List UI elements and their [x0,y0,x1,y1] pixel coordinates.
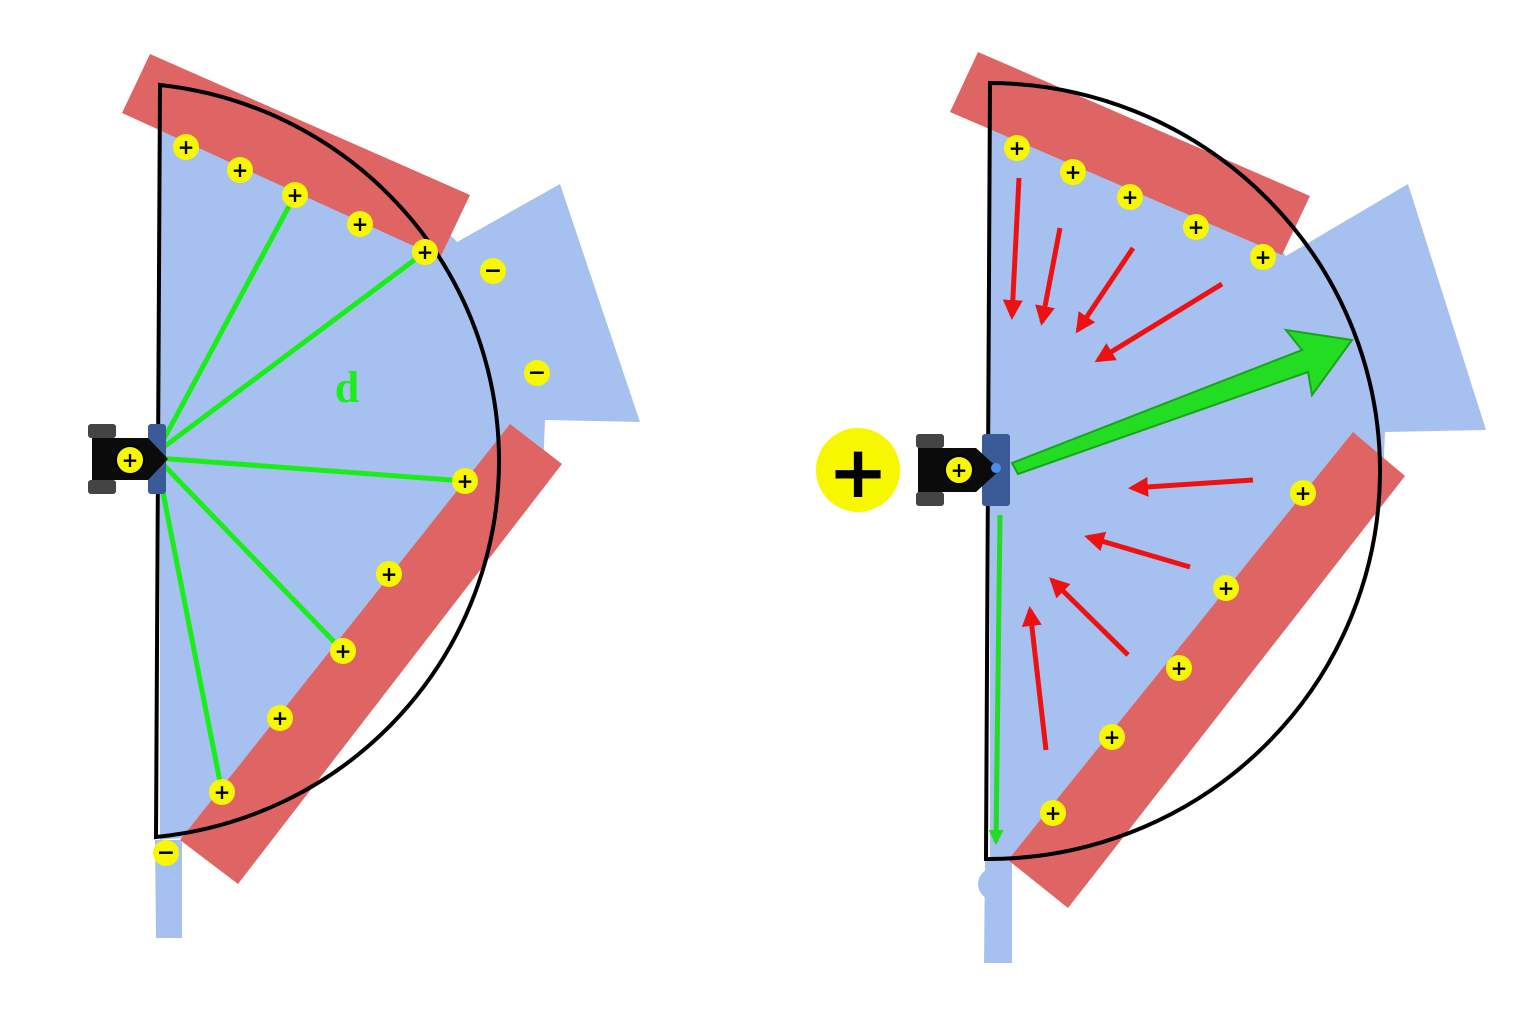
left-panel: d + + + + [88,54,640,938]
svg-text:+: + [352,212,369,236]
force-arrow [1049,577,1130,657]
force-arrow [1035,227,1063,326]
force-arrow [1094,281,1224,363]
svg-text:+: + [178,135,195,159]
repulsive-force-arrows [1002,177,1254,751]
positive-charge-icon: + [412,239,438,265]
force-arrow [1128,476,1254,497]
svg-text:+: + [122,448,139,472]
svg-text:+: + [1104,725,1121,749]
svg-text:+: + [335,639,352,663]
svg-text:+: + [381,562,398,586]
force-arrow [1021,606,1049,751]
negative-charge-icon: − [480,258,506,284]
force-arrow [1075,246,1136,334]
left-wall-top [122,54,470,258]
svg-text:+: + [272,706,289,730]
svg-text:+: + [287,183,304,207]
svg-text:+: + [214,780,231,804]
svg-text:+: + [232,158,249,182]
svg-text:+: + [828,430,888,514]
svg-text:+: + [1122,185,1139,209]
svg-text:+: + [1218,576,1235,600]
force-arrow [1084,531,1191,570]
left-wall-bottom [180,424,562,884]
positive-charge-icon: + [347,211,373,237]
positive-charge-icon: + [1117,184,1143,210]
positive-charge-icon: + [452,468,478,494]
negative-charge-icon: − [524,360,550,386]
positive-charge-icon: + [282,182,308,208]
positive-charge-icon: + [1290,480,1316,506]
svg-text:+: + [417,240,434,264]
right-wall-top [950,52,1310,255]
positive-charge-icon: + [1166,655,1192,681]
positive-charge-icon: + [1213,575,1239,601]
positive-charge-icon: + [173,134,199,160]
positive-charge-icon: + [1183,214,1209,240]
left-sensor-boundary [153,82,501,840]
svg-text:+: + [1188,215,1205,239]
svg-text:+: + [1255,245,1272,269]
positive-charge-icon: + [1060,159,1086,185]
svg-text:+: + [951,458,968,482]
positive-charge-icon: + [209,779,235,805]
force-arrow [1002,177,1023,320]
positive-charge-icon: + [1250,244,1276,270]
svg-text:+: + [1065,160,1082,184]
right-wall-bottom [1008,432,1405,908]
svg-text:+: + [1045,801,1062,825]
svg-text:−: − [528,361,546,386]
right-sensor-boundary [983,80,1382,862]
positive-charge-icon: + [376,561,402,587]
svg-text:+: + [457,469,474,493]
distance-label: d [335,363,359,412]
positive-charge-icon: + [115,445,145,475]
svg-text:+: + [1295,481,1312,505]
positive-charge-icon: + [1004,135,1030,161]
robot-charge-icon: + [944,455,974,485]
svg-text:−: − [484,259,502,284]
obstacle-blob [978,868,1010,900]
right-panel: + + + + + + [816,52,1486,963]
tangent-force-arrow [988,514,1004,845]
positive-charge-icon: + [227,157,253,183]
svg-text:+: + [1171,656,1188,680]
positive-charge-icon: + [1040,800,1066,826]
large-positive-charge-icon: + [816,428,900,514]
left-distance-lines [154,192,468,795]
positive-charge-icon: + [1099,724,1125,750]
positive-charge-icon: + [330,638,356,664]
negative-charge-icon: − [153,840,179,866]
left-robot [88,424,168,494]
svg-text:−: − [157,841,175,866]
resultant-force-arrow [1010,328,1354,476]
positive-charge-icon: + [267,705,293,731]
right-charges: + + + + + + + [1004,135,1316,826]
left-charges: + + + + + + − [115,134,550,866]
svg-text:+: + [1009,136,1026,160]
